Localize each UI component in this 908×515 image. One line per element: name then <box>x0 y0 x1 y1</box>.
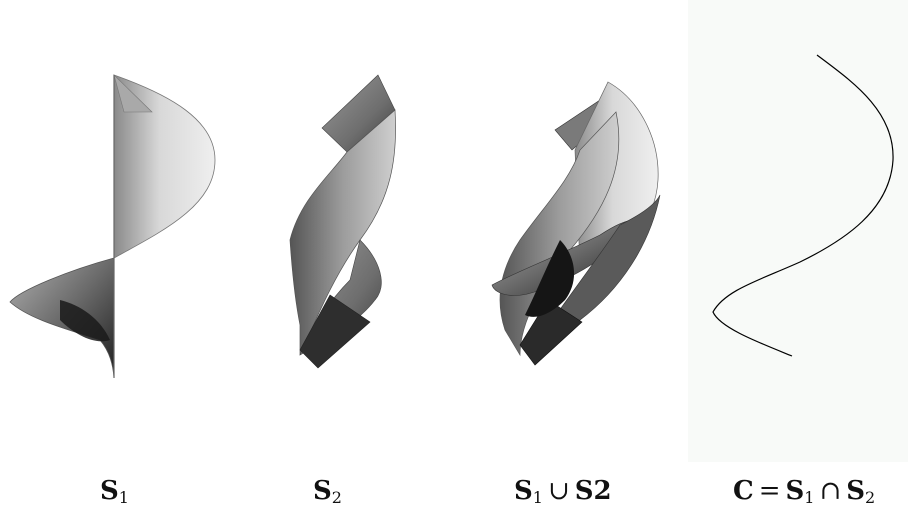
s1-upper-sheet <box>113 74 216 259</box>
union-bottom-flap <box>519 299 583 366</box>
curve-panel-background <box>688 0 908 462</box>
caption-union: S1∪S2 <box>514 476 612 507</box>
s1-lower-shadow <box>60 300 110 342</box>
union-dark-core <box>525 240 575 317</box>
surfaces-figure <box>9 54 894 379</box>
caption-s2: S2 <box>313 476 342 507</box>
caption-intersection: C=S1∩S2 <box>733 476 876 507</box>
union-main-ribbon <box>499 111 620 357</box>
surface-s2 <box>289 74 396 369</box>
s2-bottom-flap <box>299 294 371 369</box>
intersection-curve <box>712 54 894 357</box>
surface-union <box>491 81 661 366</box>
s1-upper-fold <box>113 74 153 113</box>
caption-s1: S1 <box>100 476 129 507</box>
surface-s1 <box>9 74 216 379</box>
